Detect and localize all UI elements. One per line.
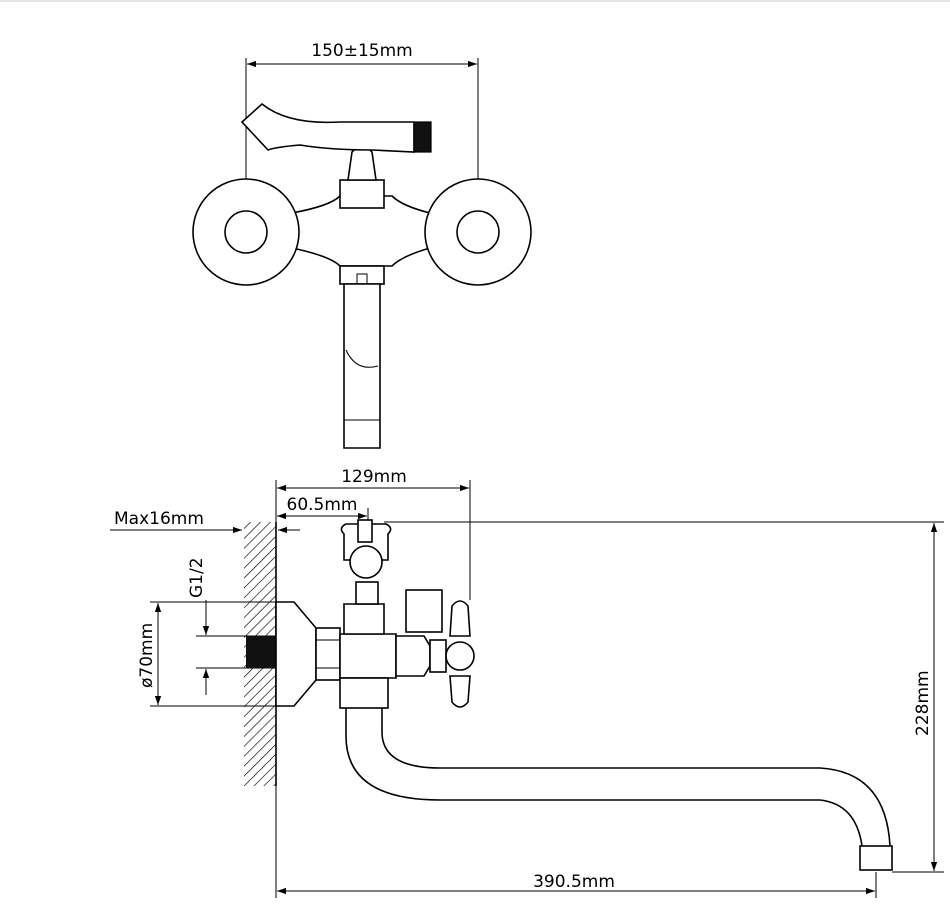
diverter-housing [343,603,385,635]
diverter-base [339,179,385,209]
dimension-label-height: 228mm [913,670,933,736]
valve-bonnet [405,589,443,633]
dimension-label-max-wall: Max16mm [114,509,204,529]
holder-ring [349,545,383,579]
side-view: 129mm 60.5mm Max16mm G1/2 ø70mm [110,467,944,898]
spout-collar [339,265,385,285]
cross-handle-top [449,600,471,637]
dimension-label-depth-total: 129mm [341,467,407,487]
mixer-body-side [339,633,397,679]
lever-handle [240,102,415,153]
cross-handle-center [445,641,475,671]
hex-nut [315,627,341,681]
eccentric-flange [275,601,317,707]
spout-inner [381,708,891,847]
spout-base [339,677,389,709]
holder-stem [355,581,379,605]
top-view: 150±15mm [192,41,532,449]
right-inlet [456,210,500,254]
dimension-label-spout-length: 390.5mm [533,872,615,892]
dimension-label-thread: G1/2 [187,557,207,598]
aerator [859,845,893,871]
cross-handle-bottom [449,675,471,708]
valve-spindle [429,639,447,673]
shower-outlet-thread [413,121,432,153]
left-inlet [224,210,268,254]
dimension-label-top-spacing: 150±15mm [311,41,412,61]
holder-tip [357,519,373,543]
dimension-label-flange: ø70mm [137,623,157,688]
dimension-label-depth-partial: 60.5mm [287,495,358,515]
spout-outer [345,708,863,847]
spout-curve-line [345,349,379,368]
thread-block [246,636,276,668]
valve-body [395,635,431,677]
